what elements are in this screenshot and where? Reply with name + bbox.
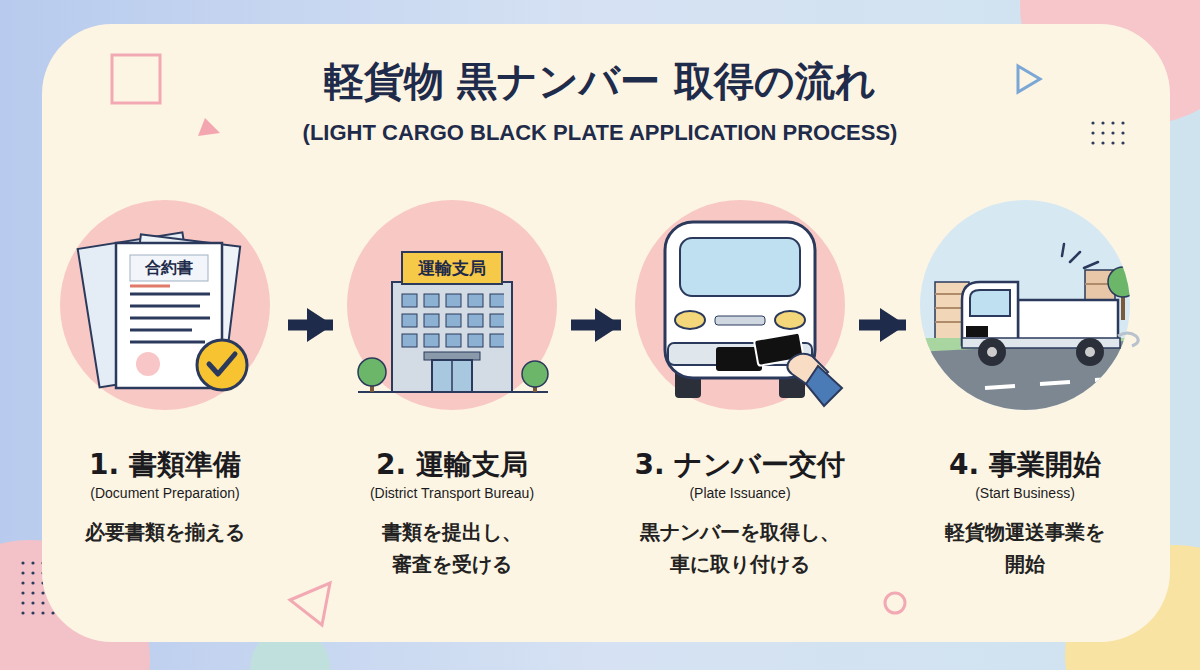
sign-label: 運輸支局 [418, 257, 486, 280]
truck-illustration [915, 200, 1145, 420]
document-illustration-part [130, 255, 208, 281]
truck-illustration-part-part [915, 340, 1145, 420]
truck-illustration-part-part [935, 378, 1125, 392]
van-illustration-part [806, 366, 842, 406]
step-english: (Start Business) [975, 484, 1075, 502]
building-illustration-part [424, 352, 480, 360]
step-description: 書類を提出し、審査を受ける [378, 516, 526, 580]
document-illustration-part [209, 354, 235, 374]
decor-shapes-part [1090, 120, 1130, 148]
circle-space [1020, 205, 1030, 448]
step-node: 3. ナンバー交付 (Plate Issuance) 黒ナンバーを取得し、車に取り付… [625, 205, 855, 580]
building-illustration [347, 200, 557, 410]
building-illustration-part [522, 361, 548, 387]
flow-arrow [288, 320, 333, 331]
truck-illustration-part [987, 347, 997, 357]
diagram-title: 軽貨物 黒ナンバー 取得の流れ [0, 56, 1200, 106]
step-node: 1. 書類準備 (Document Preparation) 必要書類を揃える [46, 205, 284, 548]
building-illustration-part [392, 282, 512, 392]
document-illustration [60, 200, 270, 410]
step-heading: 4. 事業開始 [949, 448, 1101, 482]
van-illustration-part [680, 238, 800, 296]
step-heading: 3. ナンバー交付 [635, 448, 846, 482]
flow-arrow [571, 320, 621, 331]
flow-arrow [859, 320, 906, 331]
step-english: (District Transport Bureau) [370, 484, 534, 502]
circle-space [447, 205, 457, 448]
decor-shapes-part [290, 583, 330, 625]
subtitle: (LIGHT CARGO BLACK PLATE APPLICATION PRO… [303, 120, 898, 146]
van-illustration-part [675, 311, 705, 329]
truck-illustration-part [978, 338, 1006, 366]
document-illustration-part [130, 285, 170, 288]
van-illustration-part [665, 222, 815, 378]
truck-illustration-part [1062, 244, 1098, 268]
decor-shapes-part [198, 118, 220, 136]
step-english: (Document Preparation) [90, 484, 239, 502]
building-illustration-part [347, 200, 557, 410]
truck-illustration-part-part [1108, 267, 1138, 297]
document-illustration-part [130, 294, 210, 342]
truck-illustration-part [915, 267, 1145, 420]
step-node: 4. 事業開始 (Start Business) 軽貨物運送事業を開始 [910, 205, 1140, 580]
document-illustration-part [136, 352, 160, 376]
truck-illustration-part [1076, 338, 1104, 366]
decor-shapes-part [112, 55, 160, 103]
truck-illustration-part [966, 326, 988, 337]
truck-illustration-part [1118, 333, 1138, 346]
document-illustration-part [197, 340, 247, 390]
building-illustration-part [400, 292, 504, 352]
truck-illustration-part [1085, 347, 1095, 357]
building-illustration-part [451, 360, 453, 392]
circle-space [735, 205, 745, 448]
step-description: 必要書類を揃える [50, 516, 280, 548]
decor-shapes-part [885, 593, 905, 613]
building-illustration-part [432, 360, 472, 392]
van-illustration [635, 200, 845, 410]
van-illustration-part [715, 316, 765, 325]
step-node: 2. 運輸支局 (District Transport Bureau) 書類を提出し… [337, 205, 567, 580]
truck-illustration-part [962, 282, 1018, 345]
truck-illustration-part [970, 290, 1010, 316]
van-illustration-part [635, 200, 845, 410]
document-label: 合約書 [145, 258, 193, 279]
step-description: 軽貨物運送事業を開始 [941, 516, 1109, 580]
panel [42, 24, 1170, 642]
document-illustration-part [60, 200, 270, 410]
decor-shapes [112, 55, 1130, 625]
step-heading: 1. 書類準備 [89, 448, 241, 482]
decor-shapes-part [1018, 66, 1040, 92]
circle-space [160, 205, 170, 448]
van-illustration-part [775, 311, 805, 329]
step-english: (Plate Issuance) [689, 484, 790, 502]
building-illustration-part [402, 252, 502, 284]
step-description: 黒ナンバーを取得し、車に取り付ける [636, 516, 844, 580]
building-illustration-part [358, 358, 386, 386]
step-heading: 2. 運輸支局 [376, 448, 528, 482]
